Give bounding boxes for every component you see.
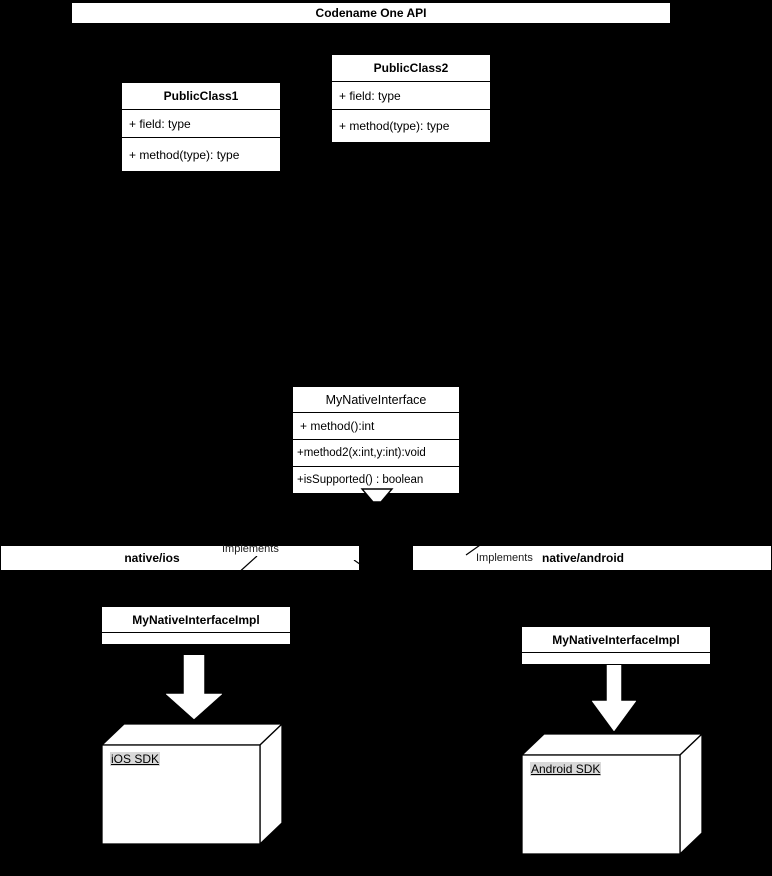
class-box-publicclass1[interactable]: PublicClass1 + field: type + method(type…	[121, 82, 281, 172]
class-publicclass2-method-row: + method(type): type	[332, 109, 490, 142]
interface-member-1: +method2(x:int,y:int):void	[297, 447, 426, 459]
package-bar-native-android[interactable]: native/android	[412, 545, 772, 571]
interface-member-row-0: + method():int	[293, 412, 459, 439]
class-impl-ios-title: MyNativeInterfaceImpl	[102, 607, 290, 632]
package-bar-native-ios-label: native/ios	[124, 551, 180, 565]
interface-box-mynativeinterface[interactable]: MyNativeInterface + method():int +method…	[292, 386, 460, 493]
dependency-arrow-android-icon	[586, 664, 642, 733]
class-publicclass1-method-row: + method(type): type	[122, 137, 280, 171]
package-bar-codename-one-api[interactable]: Codename One API	[71, 2, 671, 24]
package-bar-native-ios[interactable]: native/ios	[0, 545, 360, 571]
node-android-sdk[interactable]: Android SDK	[521, 733, 703, 856]
connector-line-implements-android-upper	[462, 537, 494, 556]
class-box-impl-ios[interactable]: MyNativeInterfaceImpl	[101, 606, 291, 645]
class-impl-android-body	[522, 652, 710, 664]
generalization-arrowhead-icon	[360, 487, 394, 505]
interface-title: MyNativeInterface	[293, 387, 459, 412]
relation-label-implements-ios: Implements	[222, 543, 279, 555]
class-impl-ios-name: MyNativeInterfaceImpl	[132, 612, 260, 627]
interface-member-2: +isSupported() : boolean	[297, 474, 424, 486]
package-bar-codename-one-api-label: Codename One API	[315, 6, 427, 20]
connector-line-implements-android-lower	[352, 559, 378, 576]
class-publicclass2-title: PublicClass2	[332, 55, 490, 81]
dependency-arrow-ios-icon	[158, 654, 230, 722]
class-publicclass2-method-0: + method(type): type	[339, 119, 450, 133]
node-ios-sdk[interactable]: iOS SDK	[101, 723, 283, 846]
class-impl-android-name: MyNativeInterfaceImpl	[552, 632, 680, 647]
class-publicclass1-title: PublicClass1	[122, 83, 280, 109]
interface-member-row-1: +method2(x:int,y:int):void	[293, 439, 459, 466]
relation-label-implements-android: Implements	[476, 552, 533, 564]
node-ios-sdk-label: iOS SDK	[110, 752, 161, 766]
connector-line-implements-ios	[230, 555, 260, 576]
class-publicclass1-name: PublicClass1	[163, 89, 239, 103]
node-android-sdk-label: Android SDK	[530, 762, 602, 776]
class-publicclass2-field-row: + field: type	[332, 81, 490, 109]
class-publicclass1-field-row: + field: type	[122, 109, 280, 137]
package-bar-native-android-label: native/android	[541, 551, 624, 565]
class-publicclass2-name: PublicClass2	[373, 61, 449, 75]
class-publicclass1-method-0: + method(type): type	[129, 147, 240, 162]
class-box-impl-android[interactable]: MyNativeInterfaceImpl	[521, 626, 711, 665]
class-box-publicclass2[interactable]: PublicClass2 + field: type + method(type…	[331, 54, 491, 142]
class-impl-android-title: MyNativeInterfaceImpl	[522, 627, 710, 652]
class-impl-ios-body	[102, 632, 290, 644]
interface-name: MyNativeInterface	[325, 392, 427, 407]
interface-member-0: + method():int	[300, 419, 375, 433]
class-publicclass1-field-0: + field: type	[129, 116, 191, 131]
class-publicclass2-field-0: + field: type	[339, 88, 401, 103]
